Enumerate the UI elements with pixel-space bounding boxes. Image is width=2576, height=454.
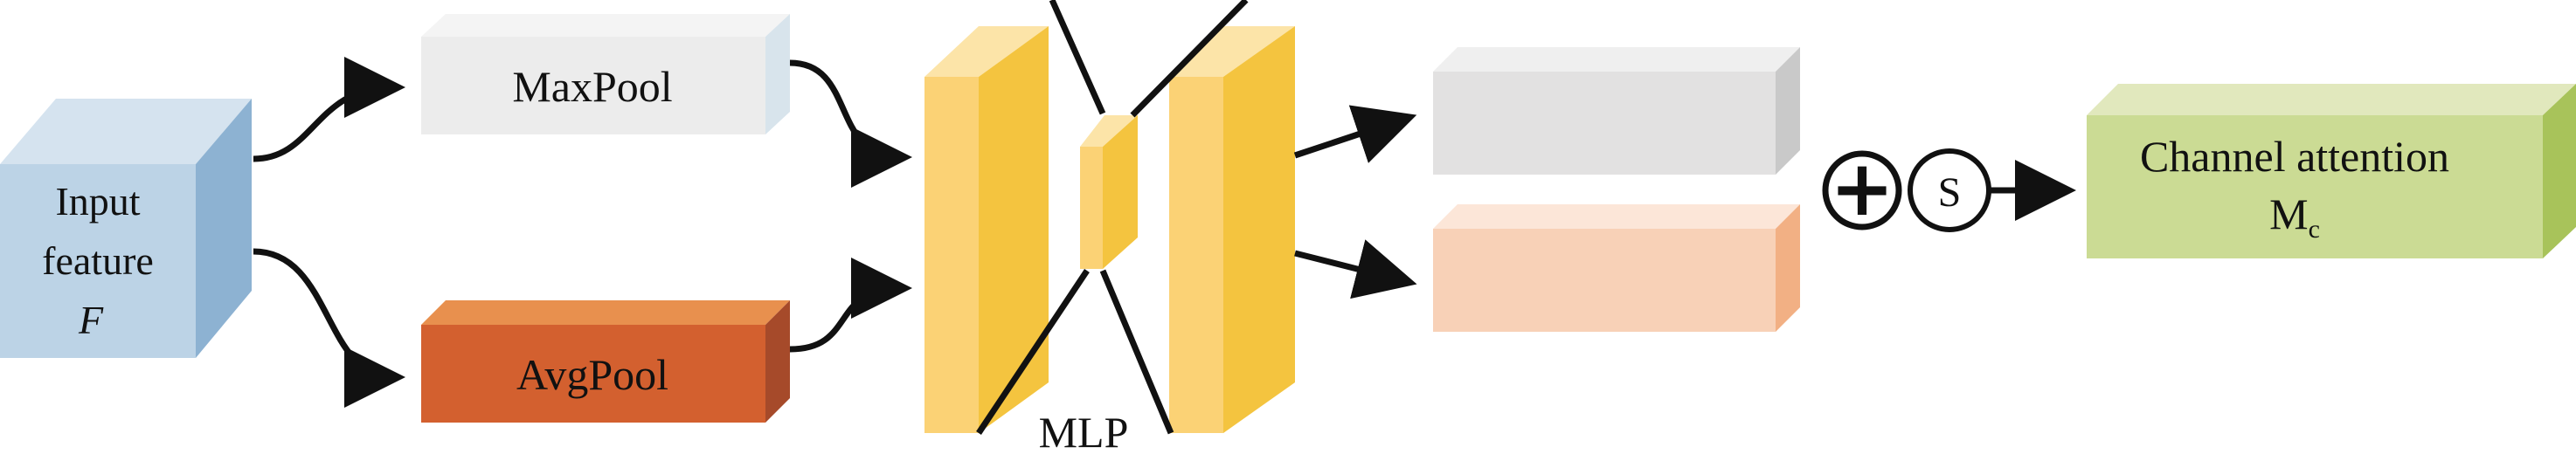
avgpool-top-face (421, 300, 790, 325)
channel-attention-front-face (2087, 115, 2543, 258)
maxpool-block: MaxPool (421, 14, 790, 134)
sigmoid-operator-circle (1908, 148, 1991, 232)
connector-input-to-avgpool (253, 248, 405, 408)
mlp-middle-layer-top (1080, 115, 1138, 147)
connector-avgpool-to-mlp (789, 258, 912, 353)
avgpool-side-face (765, 300, 790, 423)
peach-output-side-face (1776, 204, 1800, 332)
channel-attention-side-face (2543, 84, 2576, 258)
channel-attention-block: Channel attention Mc (2087, 84, 2576, 258)
input-feature-label-line1: Input (55, 179, 140, 224)
mlp-connection-left-bottom (976, 269, 1090, 435)
connector-maxpool-to-mlp (789, 59, 912, 188)
connector-input-to-maxpool (253, 57, 405, 162)
mlp-right-layer-top (1169, 26, 1295, 77)
maxpool-top-face (421, 14, 790, 37)
add-operator-symbol: + (1830, 143, 1894, 233)
input-feature-block: Input feature F (0, 99, 252, 358)
add-operator: + (1822, 143, 1902, 233)
avgpool-label: AvgPool (516, 350, 668, 399)
maxpool-label: MaxPool (512, 62, 672, 111)
gray-output-top-face (1433, 47, 1800, 72)
mlp-left-layer-side (979, 26, 1049, 433)
mlp-middle-layer-front (1080, 147, 1103, 269)
input-feature-symbol: F (78, 298, 104, 342)
avgpool-block: AvgPool (421, 300, 790, 423)
channel-attention-symbol-main: M (2269, 189, 2308, 238)
input-feature-front-face (0, 164, 196, 358)
arrow-mlp-to-peach-output (1294, 239, 1417, 299)
mlp-connection-right-top (1130, 0, 1249, 118)
mlp-left-layer-top (924, 26, 1049, 77)
channel-attention-top-face (2087, 84, 2576, 115)
mlp-right-layer-front (1169, 77, 1223, 433)
peach-output-top-face (1433, 204, 1800, 229)
gray-output-side-face (1776, 47, 1800, 175)
mlp-block: MLP (924, 0, 1295, 454)
add-operator-circle (1822, 150, 1902, 230)
input-feature-label-line2: feature (42, 238, 154, 283)
channel-attention-label: Channel attention (2140, 132, 2449, 181)
peach-output-block (1433, 204, 1800, 332)
gray-output-front-face (1433, 72, 1776, 175)
mlp-right-layer-side (1223, 26, 1295, 433)
arrow-mlp-to-gray-output (1293, 105, 1417, 163)
mlp-connection-right-bottom (1099, 269, 1174, 435)
mlp-connection-left-top (1049, 0, 1106, 115)
maxpool-front-face (421, 37, 765, 134)
channel-attention-symbol: Mc (2269, 189, 2320, 244)
sigmoid-operator-symbol: S (1938, 169, 1962, 216)
maxpool-side-face (765, 14, 790, 134)
mlp-middle-layer-side (1103, 115, 1138, 269)
mlp-label: MLP (1039, 408, 1129, 454)
avgpool-front-face (421, 325, 765, 423)
sigmoid-operator: S (1908, 148, 1991, 232)
mlp-left-layer-front (924, 77, 979, 433)
gray-output-block (1433, 47, 1800, 175)
channel-attention-symbol-sub: c (2309, 215, 2320, 244)
peach-output-front-face (1433, 229, 1776, 332)
input-feature-side-face (196, 99, 252, 358)
input-feature-top-face (0, 99, 252, 164)
